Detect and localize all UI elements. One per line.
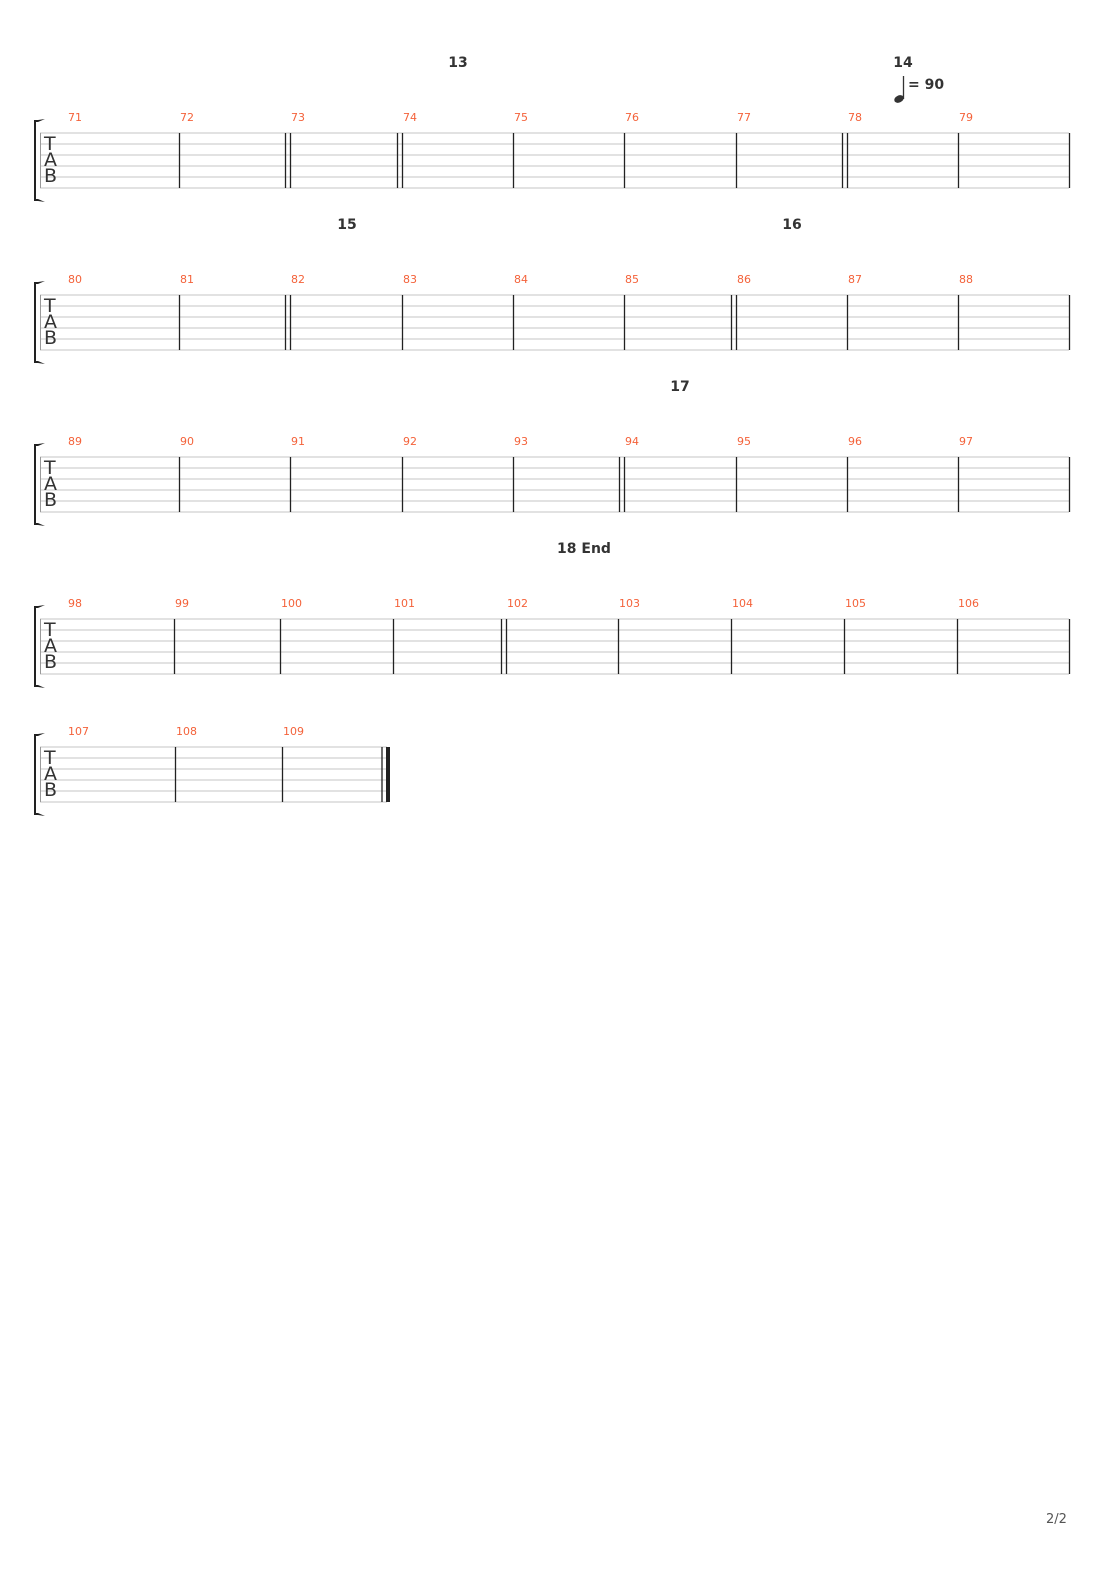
measure-number: 104 xyxy=(732,597,753,610)
measure-number: 73 xyxy=(291,111,305,124)
tab-clef-a: A xyxy=(44,473,57,495)
system-bracket xyxy=(34,733,45,816)
measure-number: 92 xyxy=(403,435,417,448)
tab-clef-t: T xyxy=(43,295,56,317)
page-number: 2/2 xyxy=(1046,1512,1067,1527)
measure-number: 94 xyxy=(625,435,639,448)
section-marker: 17 xyxy=(670,379,689,395)
tab-clef-t: T xyxy=(43,457,56,479)
measure-number: 77 xyxy=(737,111,751,124)
tempo-label: = 90 xyxy=(908,77,944,93)
measure-number: 86 xyxy=(737,273,751,286)
tab-clef-b: B xyxy=(44,327,57,349)
tab-clef-b: B xyxy=(44,489,57,511)
measure-number: 108 xyxy=(176,725,197,738)
tab-clef-t: T xyxy=(43,619,56,641)
tab-clef-b: B xyxy=(44,651,57,673)
measure-number: 80 xyxy=(68,273,82,286)
measure-number: 99 xyxy=(175,597,189,610)
measure-number: 76 xyxy=(625,111,639,124)
measure-number: 90 xyxy=(180,435,194,448)
measure-number: 91 xyxy=(291,435,305,448)
measure-number: 89 xyxy=(68,435,82,448)
measure-number: 74 xyxy=(403,111,417,124)
final-barline-thick xyxy=(386,747,390,802)
measure-number: 101 xyxy=(394,597,415,610)
section-marker: 14 xyxy=(893,55,913,71)
measure-number: 83 xyxy=(403,273,417,286)
measure-number: 87 xyxy=(848,273,862,286)
quarter-note-icon xyxy=(894,95,904,103)
measure-number: 107 xyxy=(68,725,89,738)
measure-number: 75 xyxy=(514,111,528,124)
measure-number: 103 xyxy=(619,597,640,610)
section-marker: 15 xyxy=(337,217,356,233)
tab-clef-t: T xyxy=(43,133,56,155)
measure-number: 95 xyxy=(737,435,751,448)
measure-number: 72 xyxy=(180,111,194,124)
measure-number: 88 xyxy=(959,273,973,286)
measure-number: 84 xyxy=(514,273,528,286)
measure-number: 96 xyxy=(848,435,862,448)
measure-number: 79 xyxy=(959,111,973,124)
section-marker: 16 xyxy=(782,217,801,233)
tab-clef-t: T xyxy=(43,747,56,769)
tab-clef-a: A xyxy=(44,763,57,785)
measure-number: 81 xyxy=(180,273,194,286)
measure-number: 105 xyxy=(845,597,866,610)
system-bracket xyxy=(34,605,45,688)
measure-number: 100 xyxy=(281,597,302,610)
system-bracket xyxy=(34,119,45,202)
measure-number: 85 xyxy=(625,273,639,286)
section-marker: 18 End xyxy=(557,541,611,557)
system-bracket xyxy=(34,281,45,364)
measure-number: 78 xyxy=(848,111,862,124)
measure-number: 71 xyxy=(68,111,82,124)
tab-clef-a: A xyxy=(44,149,57,171)
measure-number: 106 xyxy=(958,597,979,610)
measure-number: 109 xyxy=(283,725,304,738)
system-bracket xyxy=(34,443,45,526)
section-marker: 13 xyxy=(448,55,467,71)
measure-number: 82 xyxy=(291,273,305,286)
measure-number: 98 xyxy=(68,597,82,610)
measure-number: 102 xyxy=(507,597,528,610)
tab-clef-a: A xyxy=(44,635,57,657)
measure-number: 97 xyxy=(959,435,973,448)
tab-clef-b: B xyxy=(44,165,57,187)
tab-clef-b: B xyxy=(44,779,57,801)
tab-clef-a: A xyxy=(44,311,57,333)
measure-number: 93 xyxy=(514,435,528,448)
